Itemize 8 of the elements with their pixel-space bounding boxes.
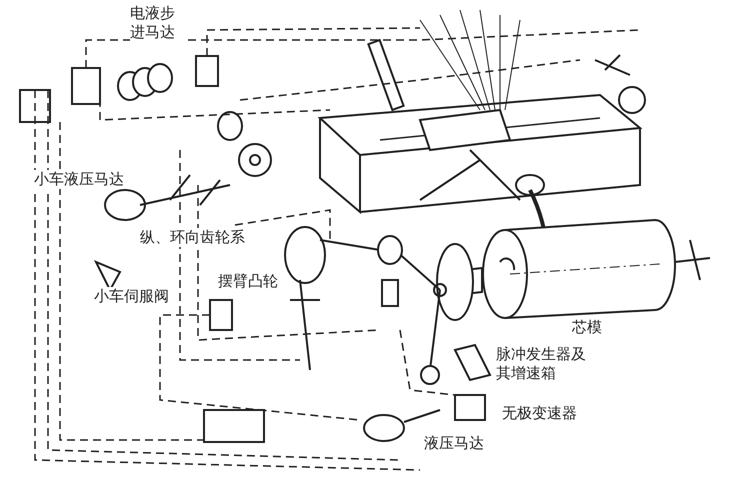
part-label: 芯模	[572, 318, 602, 337]
part-label: 无极变速器	[502, 404, 577, 423]
part-label: 纵、环向齿轮系	[140, 228, 245, 247]
part-label: 液压马达	[424, 434, 484, 453]
part-label: 电液步进马达	[130, 4, 184, 42]
part-label: 摆臂凸轮	[218, 272, 278, 291]
part-label: 小车液压马达	[34, 170, 124, 189]
part-label: 小车伺服阀	[94, 287, 169, 306]
